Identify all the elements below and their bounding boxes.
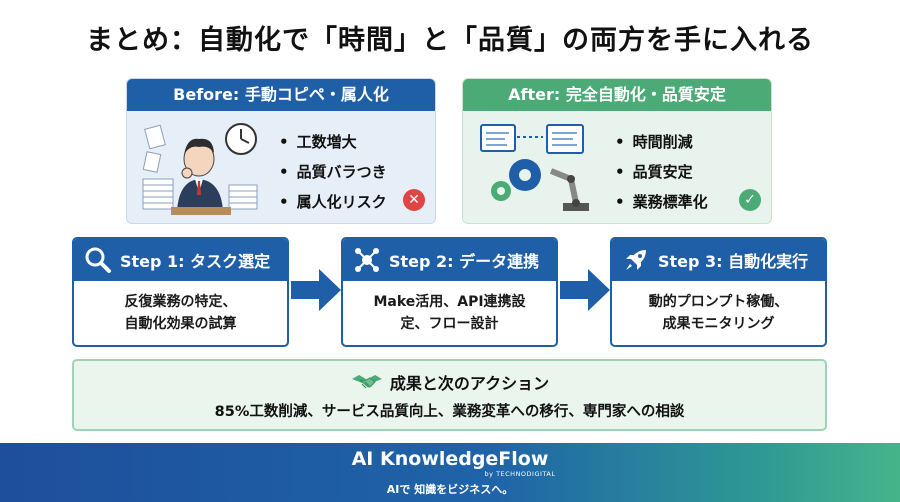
after-item: 品質安定 — [615, 157, 708, 187]
step-1-line: 自動化効果の試算 — [124, 316, 237, 332]
after-item: 時間削減 — [615, 127, 708, 157]
x-circle-icon: ✕ — [403, 189, 425, 211]
check-circle-icon: ✓ — [739, 189, 761, 211]
search-icon — [85, 247, 111, 273]
step-3-line: 成果モニタリング — [662, 316, 775, 332]
footer-banner: AI KnowledgeFlow by TECHNODIGITAL AIで 知識… — [0, 443, 900, 502]
handshake-icon — [351, 375, 382, 389]
step-2-description: Make活用、API連携設 定、フロー設計 — [343, 281, 556, 345]
after-list: 時間削減 品質安定 業務標準化 — [615, 127, 708, 217]
step-3-description: 動的プロンプト稼働、 成果モニタリング — [612, 281, 825, 345]
brand-logo: AI KnowledgeFlow — [351, 448, 549, 470]
step-2-line: 定、フロー設計 — [400, 316, 499, 332]
step-2-line: Make活用、API連携設 — [373, 294, 526, 310]
step-2-header: Step 2: データ連携 — [343, 239, 556, 281]
step-3-line: 動的プロンプト稼働、 — [648, 294, 789, 310]
step-2-card: Step 2: データ連携 Make活用、API連携設 定、フロー設計 — [341, 237, 558, 347]
before-header: Before: 手動コピペ・属人化 — [127, 79, 435, 111]
page-title: まとめ：自動化で「時間」と「品質」の両方を手に入れる — [86, 25, 814, 56]
flow-arrow-icon — [291, 269, 341, 311]
step-1-header: Step 1: タスク選定 — [74, 239, 287, 281]
results-text: 85%工数削減、サービス品質向上、業務変革への移行、専門家への相談 — [214, 404, 685, 420]
step-3-header: Step 3: 自動化実行 — [612, 239, 825, 281]
step-1-card: Step 1: タスク選定 反復業務の特定、 自動化効果の試算 — [72, 237, 289, 347]
step-1-line: 反復業務の特定、 — [124, 294, 237, 310]
results-heading: 成果と次のアクション — [74, 370, 825, 394]
after-header: After: 完全自動化・品質安定 — [463, 79, 771, 111]
step-3-title: Step 3: 自動化実行 — [658, 252, 809, 271]
brand-byline: by TECHNODIGITAL — [484, 470, 556, 478]
step-1-title: Step 1: タスク選定 — [120, 252, 271, 271]
before-panel: Before: 手動コピペ・属人化 工数増大 品質バラつき 属人化リスク ✕ — [126, 78, 436, 224]
network-icon — [355, 248, 379, 272]
brand-tagline: AIで 知識をビジネスへ。 — [386, 483, 514, 496]
gears-robot-arm-illustration — [480, 124, 589, 211]
before-item: 工数増大 — [279, 127, 387, 157]
step-2-title: Step 2: データ連携 — [389, 252, 540, 271]
before-item: 品質バラつき — [279, 157, 387, 187]
step-3-card: Step 3: 自動化実行 動的プロンプト稼働、 成果モニタリング — [610, 237, 827, 347]
results-title: 成果と次のアクション — [389, 374, 550, 393]
flow-arrow-icon — [560, 269, 610, 311]
after-item: 業務標準化 — [615, 187, 708, 217]
step-1-description: 反復業務の特定、 自動化効果の試算 — [74, 281, 287, 345]
stressed-worker-illustration — [142, 123, 258, 215]
before-list: 工数増大 品質バラつき 属人化リスク — [279, 127, 387, 217]
after-panel: After: 完全自動化・品質安定 時間削減 品質安定 業務標準化 ✓ — [462, 78, 772, 224]
rocket-icon — [626, 250, 646, 270]
results-box: 成果と次のアクション 85%工数削減、サービス品質向上、業務変革への移行、専門家… — [72, 359, 827, 431]
before-item: 属人化リスク — [279, 187, 387, 217]
